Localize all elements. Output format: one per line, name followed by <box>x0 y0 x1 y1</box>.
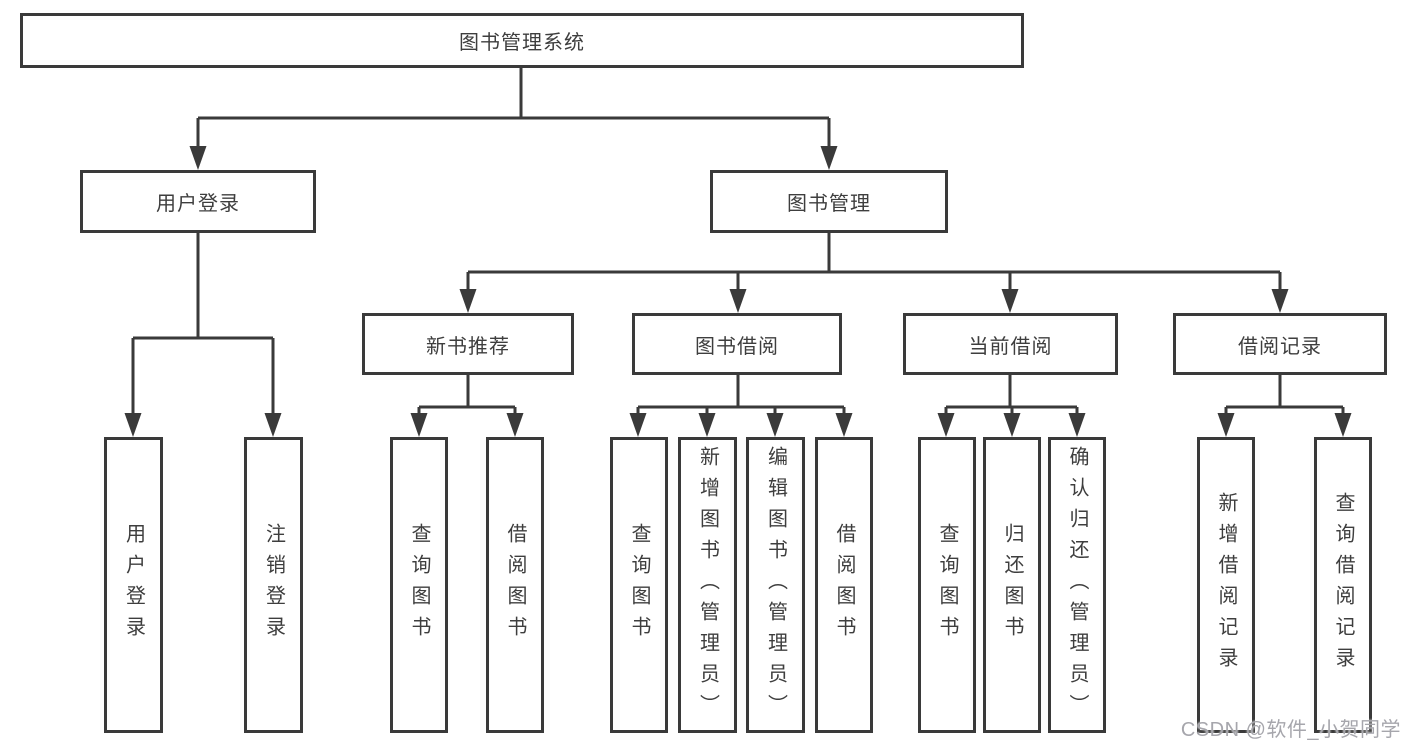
node-label: 查询图书 <box>936 523 958 647</box>
leaf-add-borrow-record: 新增借阅记录 <box>1197 437 1255 733</box>
connector-book-management-children <box>459 233 1289 313</box>
node-current-borrow: 当前借阅 <box>903 313 1118 375</box>
node-book-management: 图书管理 <box>710 170 948 233</box>
node-label: 新书推荐 <box>426 335 510 358</box>
leaf-query-borrow-record: 查询借阅记录 <box>1314 437 1372 733</box>
node-label: 查询图书 <box>628 523 650 647</box>
leaf-logout: 注销登录 <box>244 437 303 733</box>
leaf-query-books-recommend: 查询图书 <box>390 437 448 733</box>
node-label: 当前借阅 <box>968 335 1053 358</box>
node-new-book-recommend: 新书推荐 <box>362 313 574 375</box>
node-label: 借阅图书 <box>504 523 526 647</box>
connector-user-login-children <box>124 233 282 437</box>
node-label: 新增图书（管理员） <box>696 445 719 725</box>
node-label: 新增借阅记录 <box>1215 492 1237 678</box>
node-label: 用户登录 <box>156 193 240 215</box>
leaf-borrow-books: 借阅图书 <box>815 437 873 733</box>
connector-borrow-records-children <box>1217 375 1352 437</box>
node-label: 查询借阅记录 <box>1332 492 1354 678</box>
node-label: 借阅图书 <box>833 523 855 647</box>
node-library-management-system: 图书管理系统 <box>20 13 1024 68</box>
leaf-query-books-current: 查询图书 <box>918 437 976 733</box>
node-label: 注销登录 <box>262 523 285 647</box>
node-label: 图书管理系统 <box>459 32 585 54</box>
leaf-edit-book-admin: 编辑图书（管理员） <box>746 437 805 733</box>
node-label: 借阅记录 <box>1238 335 1322 358</box>
csdn-watermark: CSDN @软件_小贺同学 <box>1180 719 1401 741</box>
leaf-query-books-borrow: 查询图书 <box>610 437 668 733</box>
leaf-return-book: 归还图书 <box>983 437 1041 733</box>
connector-current-borrow-children <box>937 375 1086 437</box>
node-label: 查询图书 <box>408 523 430 647</box>
leaf-add-book-admin: 新增图书（管理员） <box>678 437 737 733</box>
node-book-borrow: 图书借阅 <box>632 313 842 375</box>
leaf-user-login: 用户登录 <box>104 437 163 733</box>
node-label: 确认归还（管理员） <box>1066 445 1088 725</box>
node-label: 归还图书 <box>1001 523 1023 647</box>
node-borrow-records: 借阅记录 <box>1173 313 1387 375</box>
leaf-confirm-return-admin: 确认归还（管理员） <box>1048 437 1106 733</box>
connector-root-to-level2 <box>189 68 838 170</box>
node-label: 编辑图书（管理员） <box>764 445 787 725</box>
node-user-login: 用户登录 <box>80 170 316 233</box>
leaf-borrow-books-recommend: 借阅图书 <box>486 437 544 733</box>
node-label: 图书管理 <box>787 193 871 215</box>
connector-new-book-recommend-children <box>410 375 524 437</box>
node-label: 用户登录 <box>122 523 145 647</box>
node-label: 图书借阅 <box>695 335 779 358</box>
connector-book-borrow-children <box>629 375 853 437</box>
